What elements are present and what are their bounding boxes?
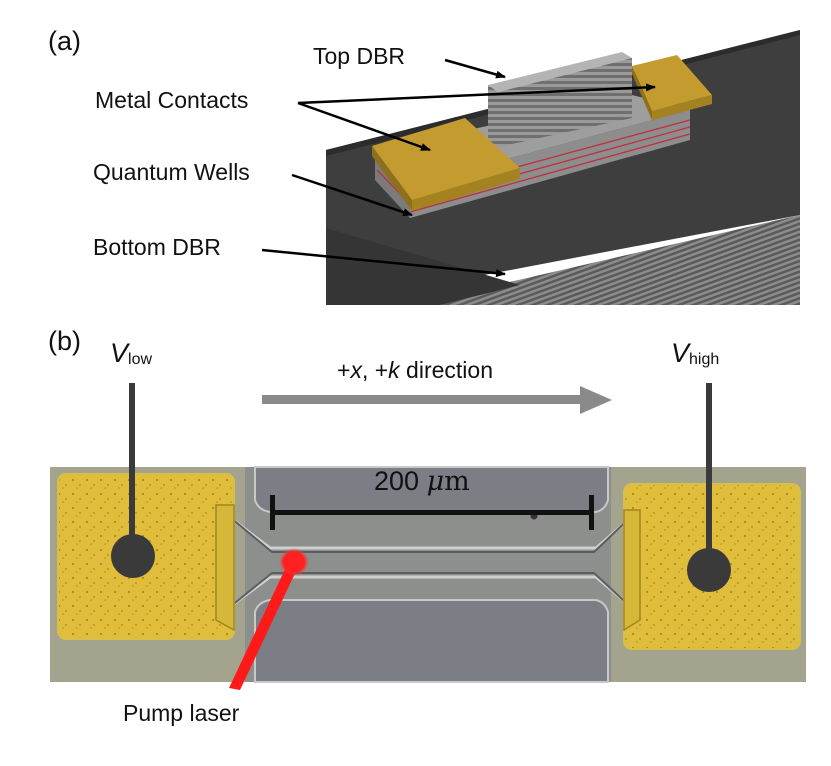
probe-high-dot [687,548,731,592]
arrow-metal-contacts-right [297,83,656,105]
label-metal-contacts: Metal Contacts [95,87,248,113]
v-high-label: Vhigh [671,338,719,368]
v-low-label: Vlow [110,338,152,368]
pump-laser [229,548,309,690]
arrow-metal-contacts-left [297,101,431,152]
probe-low [111,383,155,578]
pump-laser-beam [229,565,298,690]
direction-arrow [262,386,612,414]
metal-contact-right [632,55,712,120]
scale-bar [270,495,594,530]
arrow-bottom-dbr [261,248,506,278]
panel-b: (b) Vlow Vhigh +x, +k direction [48,326,806,726]
pump-laser-spot [279,548,309,576]
panel-a-label: (a) [48,26,81,56]
pump-laser-label: Pump laser [123,700,240,726]
label-bottom-dbr: Bottom DBR [93,234,221,260]
direction-label: +x, +k direction [337,357,493,383]
label-top-dbr: Top DBR [313,43,405,69]
panel-a: (a) [48,26,800,305]
arrow-top-dbr [444,58,506,79]
panel-b-label: (b) [48,326,81,356]
arrow-quantum-wells [291,173,413,217]
probe-low-dot [111,534,155,578]
probe-high [687,383,731,592]
callout-arrows [261,58,656,278]
metal-contact-left [372,118,520,211]
micrograph [50,466,806,683]
top-dbr-pillar [488,52,632,147]
scale-bar-label: 200 μm [374,466,470,497]
label-quantum-wells: Quantum Wells [93,159,250,185]
